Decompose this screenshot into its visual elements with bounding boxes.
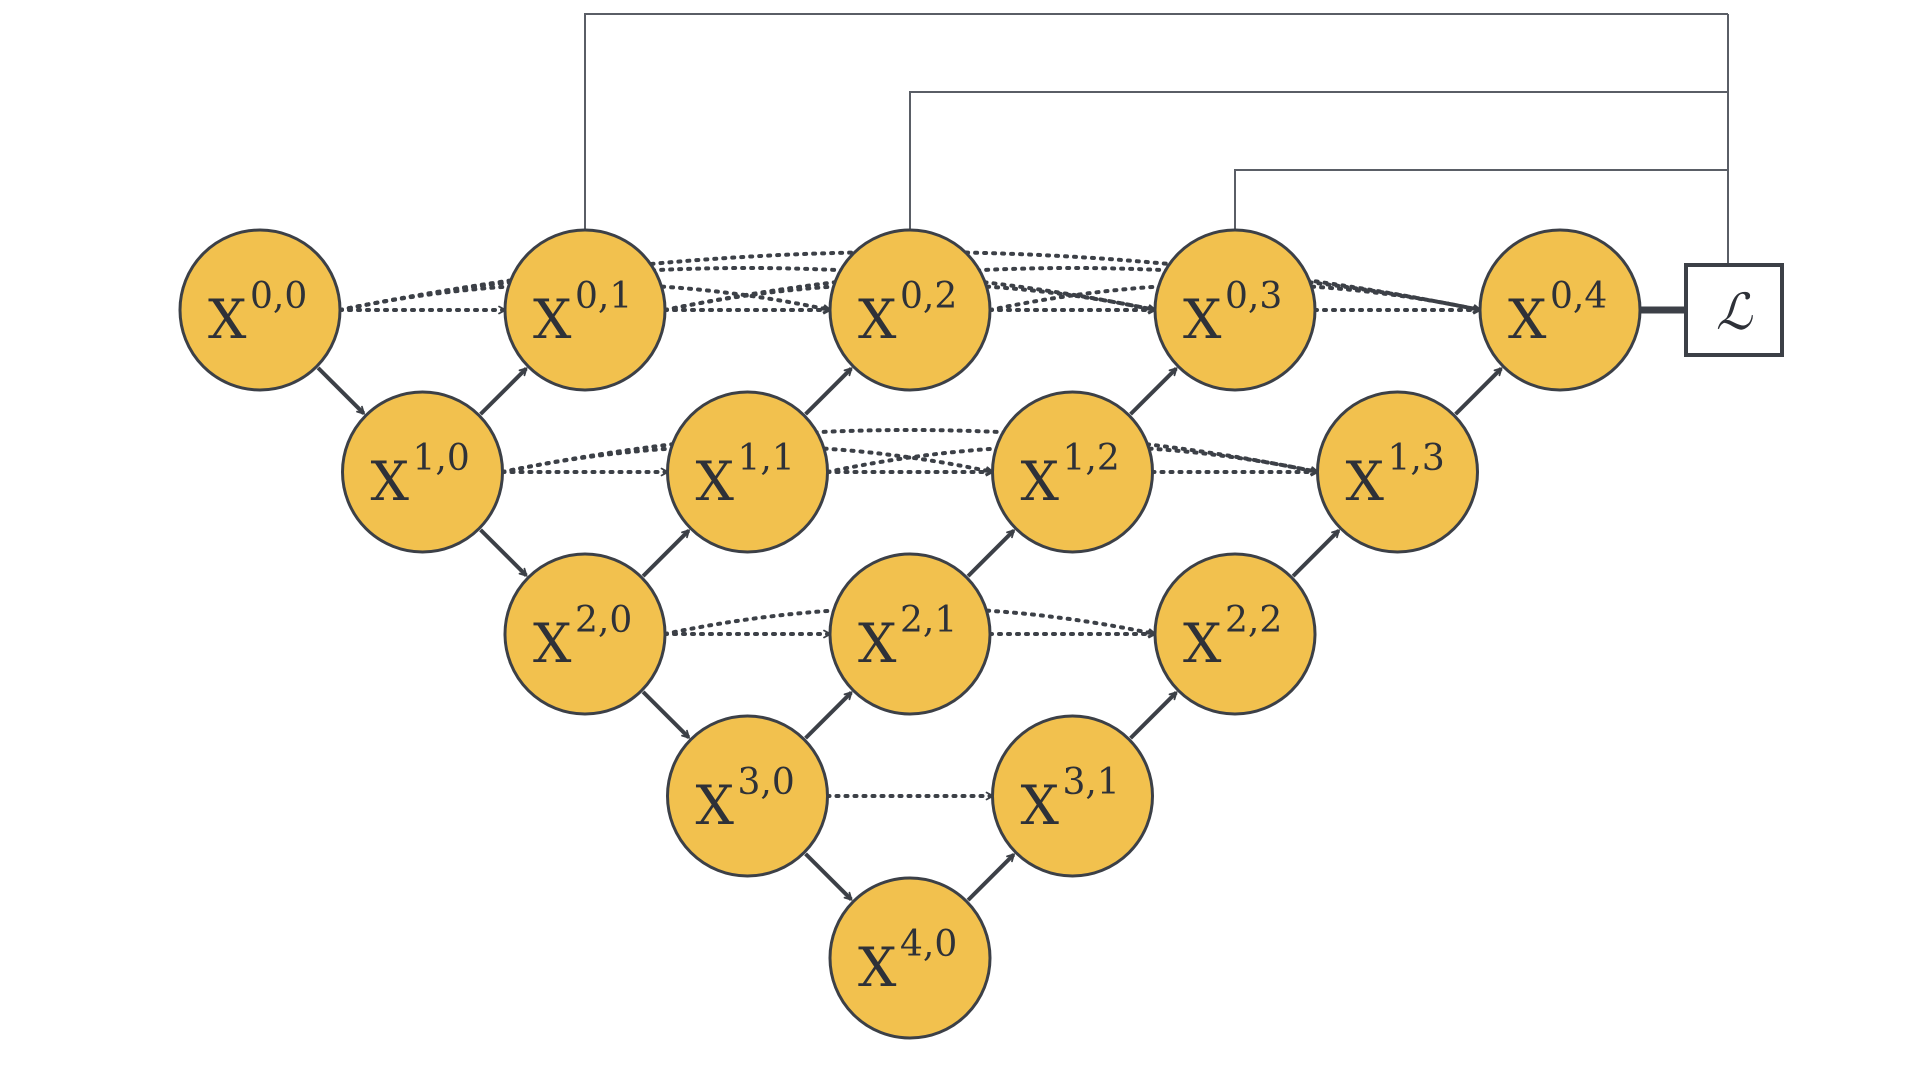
node-superscript: 2,0 (575, 600, 632, 641)
node-symbol: X (1021, 774, 1060, 837)
node-superscript: 3,1 (1063, 762, 1120, 803)
loss-symbol: ℒ (1716, 283, 1753, 341)
node-symbol: X (1183, 612, 1222, 675)
node-superscript: 4,0 (900, 924, 957, 965)
node-superscript: 0,0 (250, 276, 307, 317)
edge-2-2-to-1-3 (1291, 529, 1341, 578)
down-up-connections (316, 366, 1503, 902)
node-circle (341, 390, 504, 554)
node-symbol: X (696, 774, 735, 837)
edge-1-2-to-0-3 (1129, 367, 1178, 416)
edge-1-1-to-0-2 (804, 367, 853, 416)
node-symbol: X (1021, 450, 1060, 513)
edge-4-0-to-3-1 (966, 853, 1016, 902)
supervision-line-0-2 (909, 91, 1728, 230)
loss-box (1684, 263, 1784, 357)
node-symbol: X (533, 288, 572, 351)
edge-1-0-to-0-1 (479, 367, 528, 416)
supervision-line-0-3 (1234, 169, 1728, 230)
node-superscript: 0,1 (575, 276, 632, 317)
skip-edge-1-0-to-1-3 (500, 428, 1320, 476)
node-superscript: 0,4 (1550, 276, 1607, 317)
node-symbol: X (371, 450, 410, 513)
node-circle (178, 228, 342, 392)
node-symbol: X (1183, 288, 1222, 351)
loss-group: ℒ (1640, 263, 1784, 357)
node-circle (666, 714, 829, 878)
node-symbol: X (1508, 288, 1547, 351)
skip-edge-0-1-to-0-4 (663, 266, 1482, 314)
node-circle (666, 390, 829, 554)
node-symbol: X (1346, 450, 1385, 513)
node-symbol: X (858, 612, 897, 675)
node-superscript: 1,3 (1388, 438, 1445, 479)
edge-3-1-to-2-2 (1129, 691, 1178, 740)
edge-2-0-to-1-1 (641, 529, 691, 578)
edge-2-1-to-1-2 (966, 529, 1016, 578)
node-circle (1153, 228, 1317, 392)
node-symbol: X (858, 288, 897, 351)
node-circle (828, 876, 992, 1040)
node-circle (503, 228, 667, 392)
deep-supervision-lines (584, 13, 1729, 265)
node-superscript: 0,2 (900, 276, 957, 317)
supervision-line-0-1 (584, 13, 1728, 230)
edge-2-0-to-3-0 (641, 690, 691, 739)
node-superscript: 2,2 (1225, 600, 1282, 641)
node-circle (828, 552, 992, 716)
edge-3-0-to-4-0 (804, 852, 853, 901)
node-symbol: X (208, 288, 247, 351)
edge-3-0-to-2-1 (804, 691, 853, 740)
node-symbol: X (696, 450, 735, 513)
node-circle (503, 552, 667, 716)
node-superscript: 3,0 (738, 762, 795, 803)
edge-1-0-to-2-0 (479, 528, 528, 577)
skip-edge-0-0-to-0-4 (338, 250, 1482, 314)
node-circle (1153, 552, 1317, 716)
edge-0-0-to-1-0 (316, 366, 366, 415)
node-superscript: 1,2 (1063, 438, 1120, 479)
edge-1-3-to-0-4 (1454, 367, 1503, 416)
node-circle (991, 714, 1154, 878)
node-circle (991, 390, 1154, 554)
node-superscript: 1,1 (738, 438, 795, 479)
node-circle (1316, 390, 1479, 554)
node-superscript: 1,0 (413, 438, 470, 479)
node-superscript: 2,1 (900, 600, 957, 641)
node-superscript: 0,3 (1225, 276, 1282, 317)
node-circle (828, 228, 992, 392)
node-symbol: X (533, 612, 572, 675)
node-symbol: X (858, 936, 897, 999)
